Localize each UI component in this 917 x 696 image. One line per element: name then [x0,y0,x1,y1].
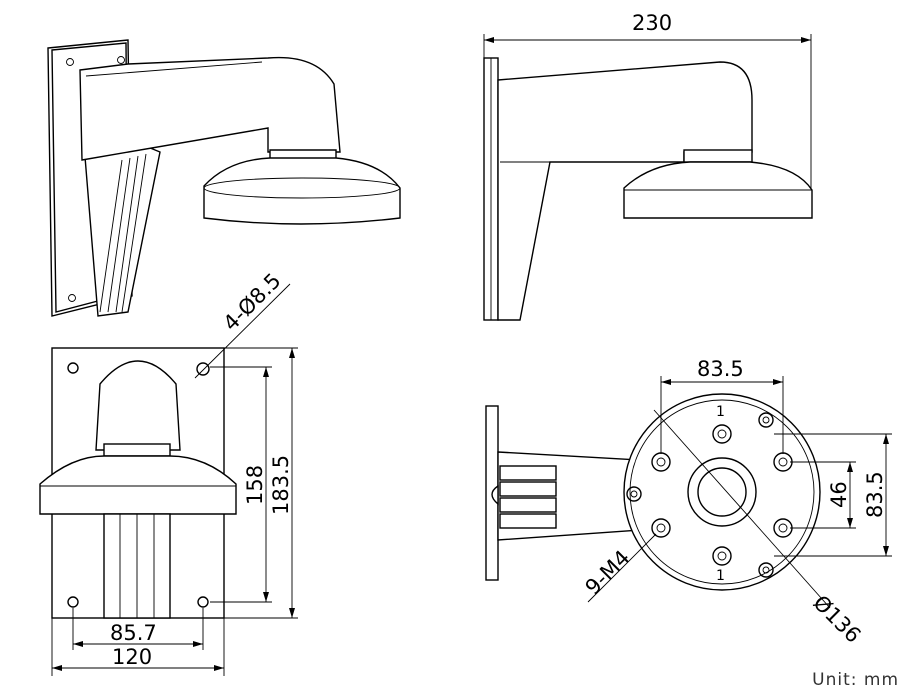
dim-bolt-vertical: 83.5 [863,471,887,518]
mark-bottom: 1 [716,568,725,584]
dim-hole-horizontal: 85.7 [110,621,157,645]
unit-label: Unit: mm [812,670,899,690]
dim-hole-vertical: 158 [243,465,267,505]
dim-bolt-horizontal: 83.5 [697,357,744,381]
dim-hole-spec: 4-Ø8.5 [219,268,286,335]
thread-holes [626,412,793,578]
dim-plate-height: 183.5 [269,455,293,515]
isometric-view [47,39,401,317]
mark-top: 1 [716,404,725,420]
dim-total-length: 230 [632,11,672,35]
dim-thread-spec: 9-M4 [581,545,635,599]
side-view: 230 [483,11,813,321]
dim-plate-width: 120 [112,645,152,669]
dim-inner-spacing: 46 [827,481,851,508]
dim-base-diameter: Ø136 [808,591,865,648]
front-view: 4-Ø8.5 158 183.5 85.7 120 [39,268,298,676]
bottom-view: 1 1 83.5 46 83.5 9-M4 Ø136 [485,357,892,648]
